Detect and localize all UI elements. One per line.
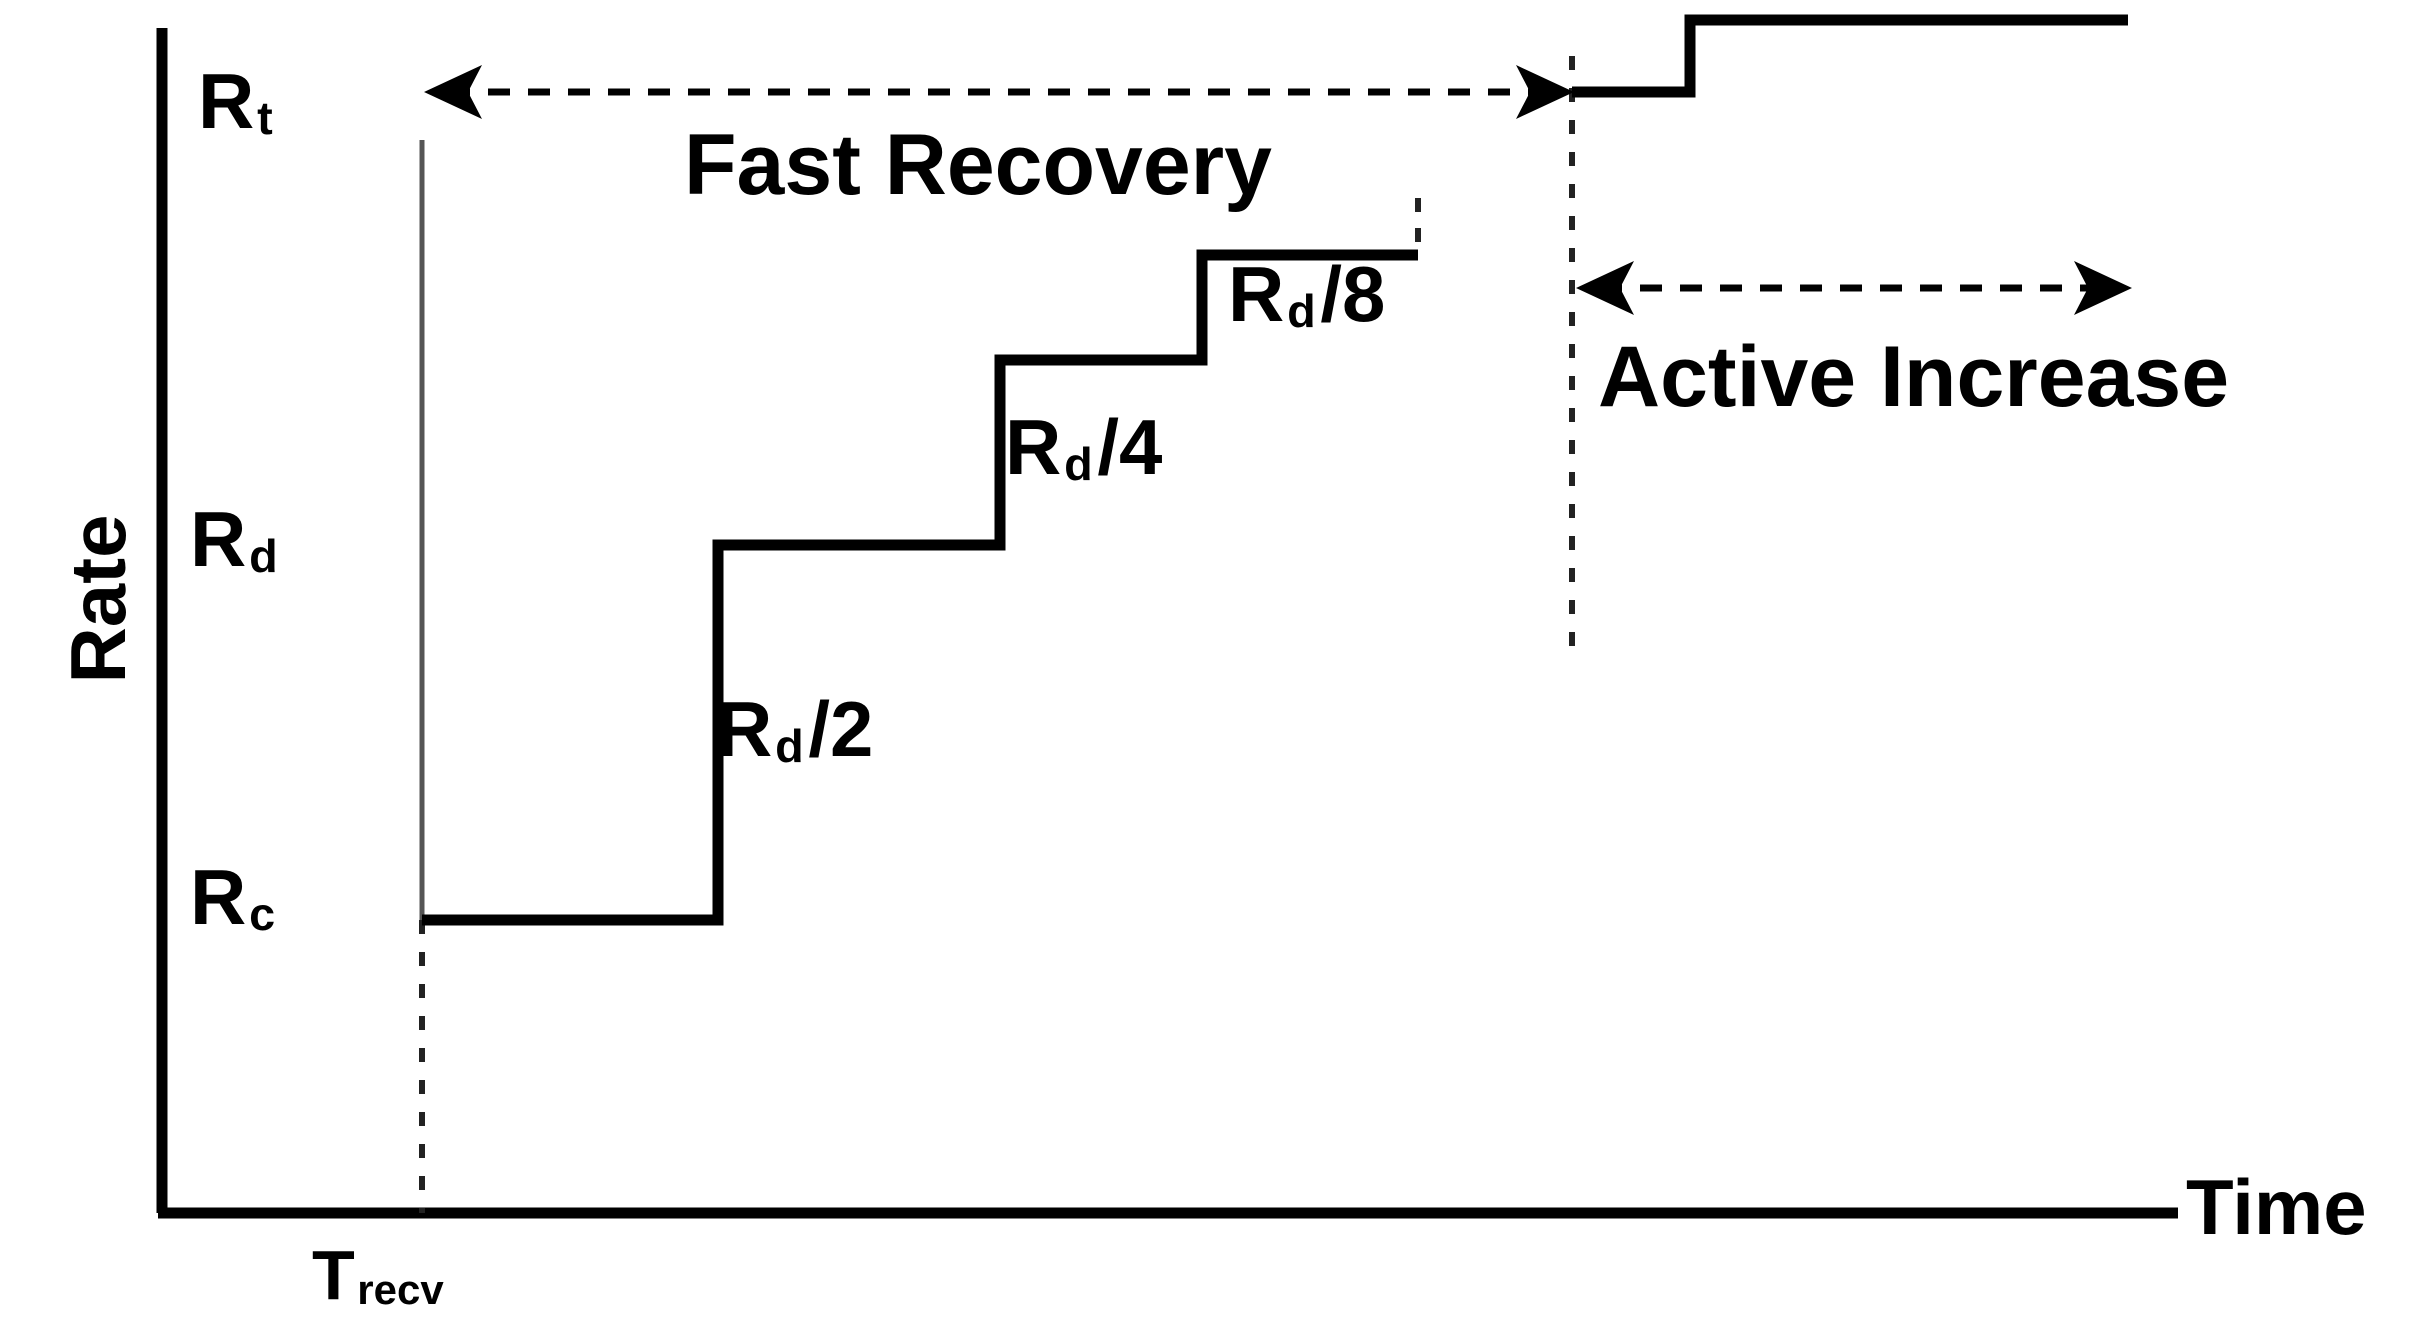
y-tick-rt-base: R — [198, 57, 255, 145]
step-3-subscript: d — [1287, 285, 1316, 338]
rate-step-curve-fast-recovery — [422, 249, 1418, 926]
phase-label-fast-recovery: Fast Recovery — [684, 117, 1272, 213]
y-tick-rt-subscript: t — [257, 92, 273, 145]
y-tick-label-current-rate: Rc — [190, 858, 278, 937]
step-label-rd-over-4: Rd/4 — [1005, 408, 1162, 487]
active-increase-arrowhead-left — [1576, 261, 1634, 315]
step-1-subscript: d — [775, 720, 804, 773]
y-tick-label-target-rate: Rt — [198, 62, 275, 141]
y-tick-rd-subscript: d — [249, 530, 278, 583]
y-tick-rd-base: R — [190, 495, 247, 583]
x-axis-title: Time — [2186, 1163, 2367, 1251]
step-2-subscript: d — [1064, 438, 1093, 491]
y-tick-rc-base: R — [190, 853, 247, 941]
y-axis-title: Rate — [54, 514, 142, 684]
step-3-fraction: /8 — [1320, 250, 1386, 338]
x-tick-trecv-subscript: recv — [357, 1266, 444, 1314]
fast-recovery-arrowhead-right — [1516, 65, 1574, 119]
rate-step-curve-active-increase — [1572, 14, 2128, 98]
step-1-base: R — [716, 685, 773, 773]
x-tick-trecv-base: T — [312, 1236, 355, 1314]
step-label-rd-over-2: Rd/2 — [716, 690, 873, 769]
phase-label-active-increase: Active Increase — [1598, 329, 2230, 425]
y-tick-label-decreased-rate: Rd — [190, 500, 280, 579]
fast-recovery-arrowhead-left — [424, 65, 482, 119]
step-3-base: R — [1228, 250, 1285, 338]
active-increase-arrowhead-right — [2074, 261, 2132, 315]
step-2-fraction: /4 — [1097, 403, 1163, 491]
step-1-fraction: /2 — [808, 685, 874, 773]
step-label-rd-over-8: Rd/8 — [1228, 255, 1385, 334]
y-tick-rc-subscript: c — [249, 888, 276, 941]
step-2-base: R — [1005, 403, 1062, 491]
x-tick-label-recovery-time: Trecv — [312, 1240, 446, 1314]
